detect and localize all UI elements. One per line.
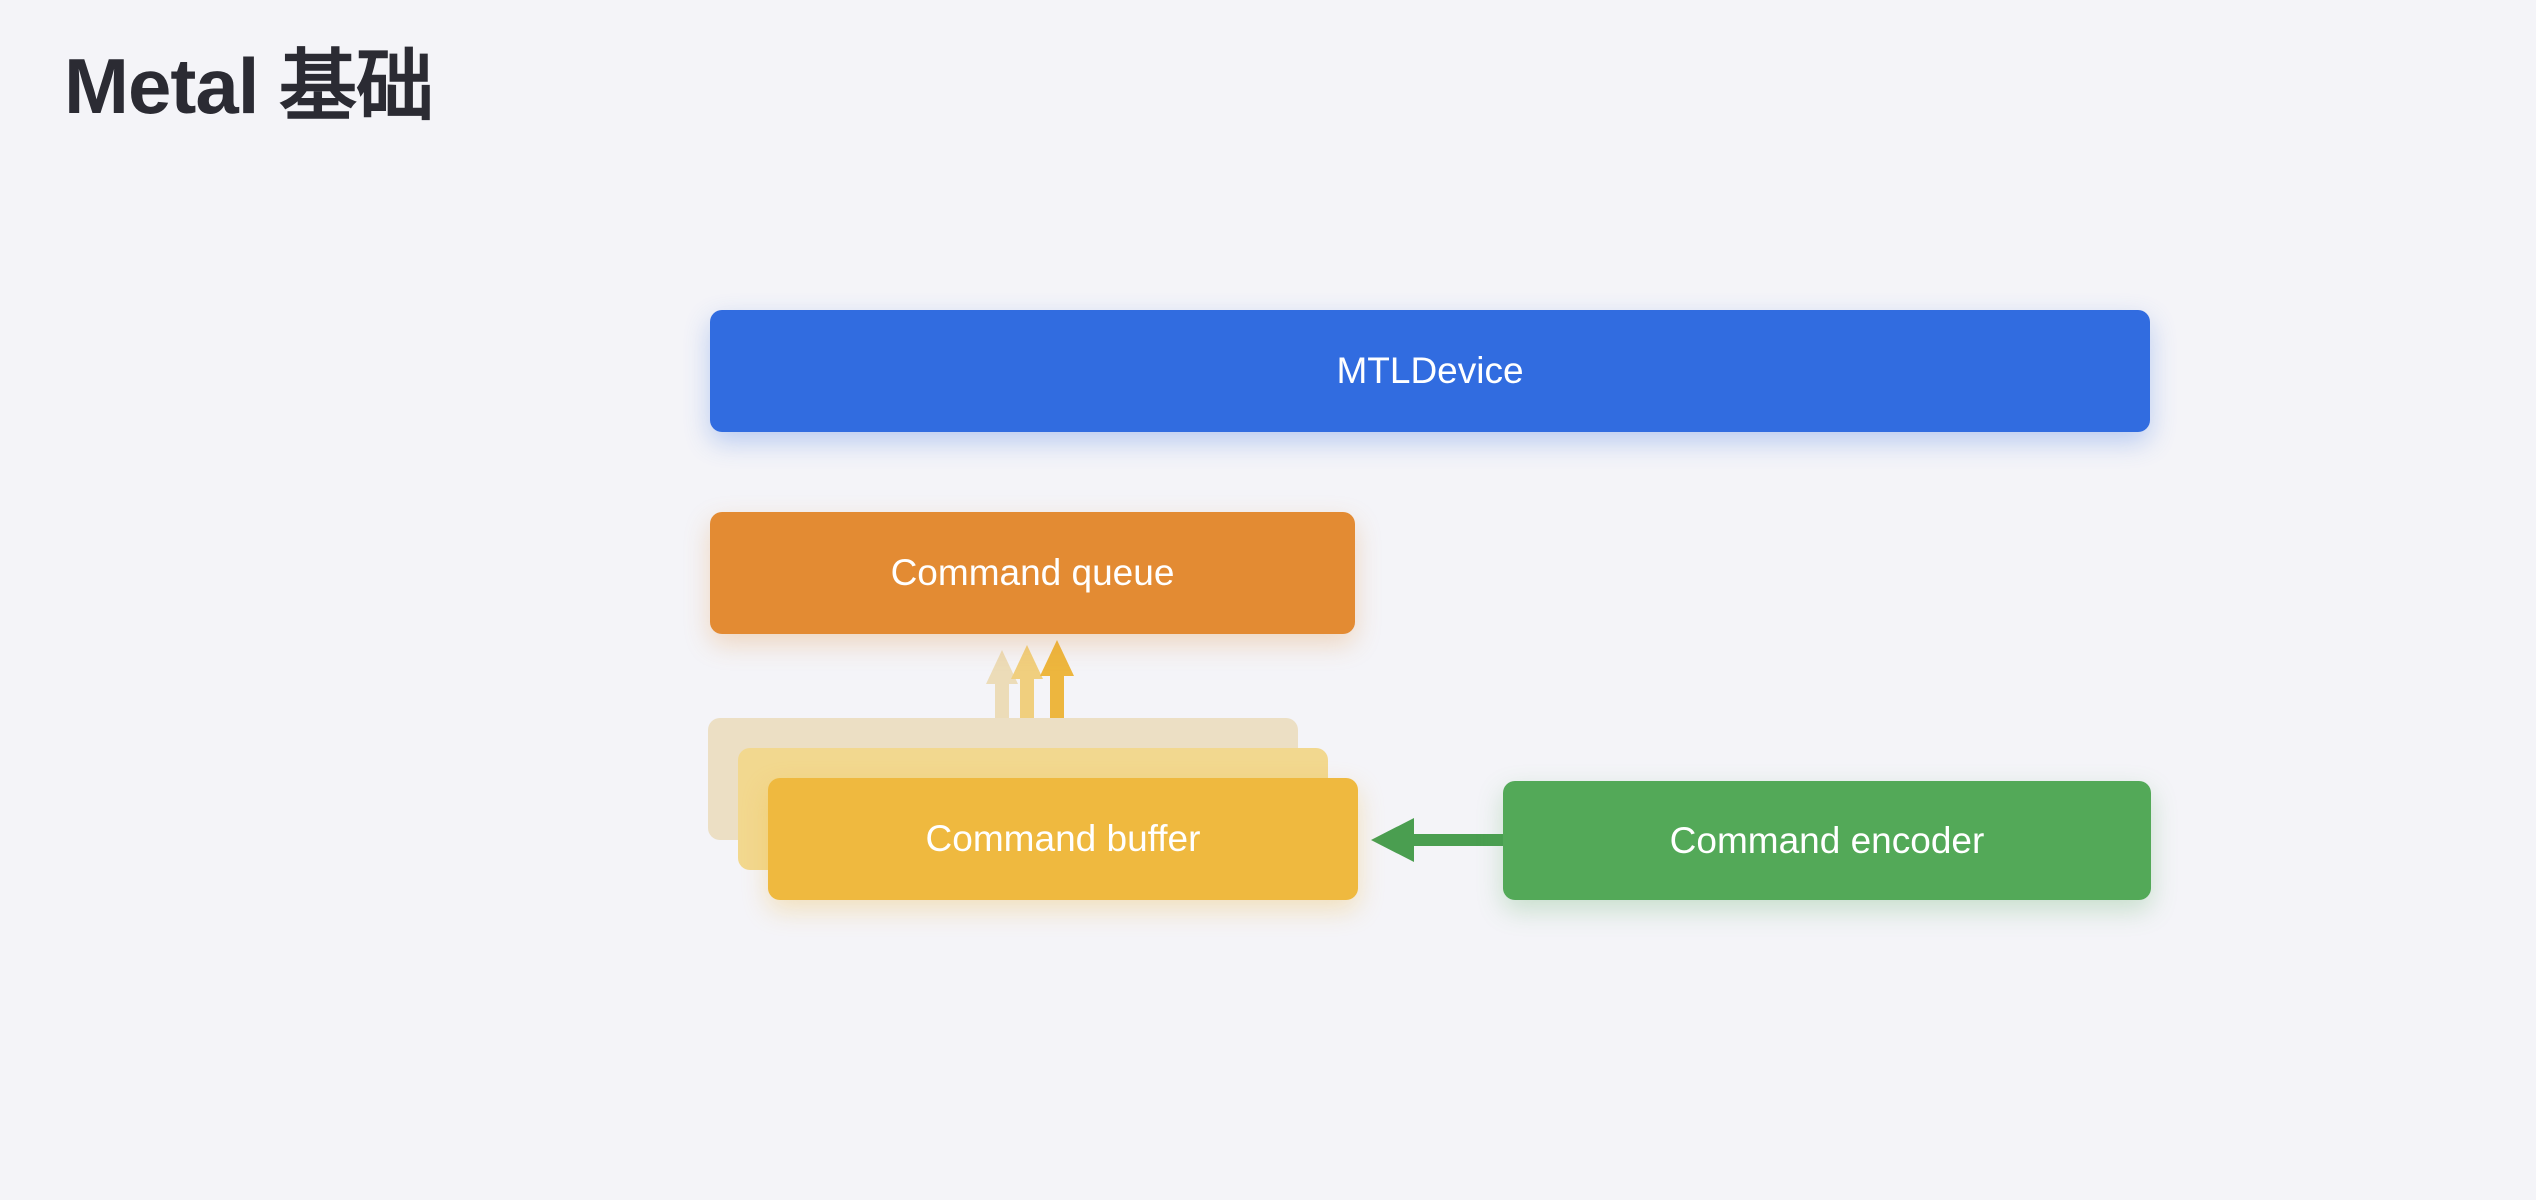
node-mtl-device-label: MTLDevice <box>1336 350 1524 391</box>
arrow-encoder-to-buffer <box>1371 818 1510 862</box>
node-command-encoder-label: Command encoder <box>1669 819 1985 861</box>
node-mtl-device[interactable]: MTLDevice <box>710 310 2150 432</box>
node-command-buffer[interactable]: Command buffer <box>768 778 1358 900</box>
node-command-buffer-label: Command buffer <box>925 818 1201 859</box>
page-title: Metal 基础 <box>64 42 434 130</box>
node-command-queue[interactable]: Command queue <box>710 512 1355 634</box>
node-command-queue-label: Command queue <box>890 552 1175 593</box>
node-command-encoder[interactable]: Command encoder <box>1503 781 2151 900</box>
